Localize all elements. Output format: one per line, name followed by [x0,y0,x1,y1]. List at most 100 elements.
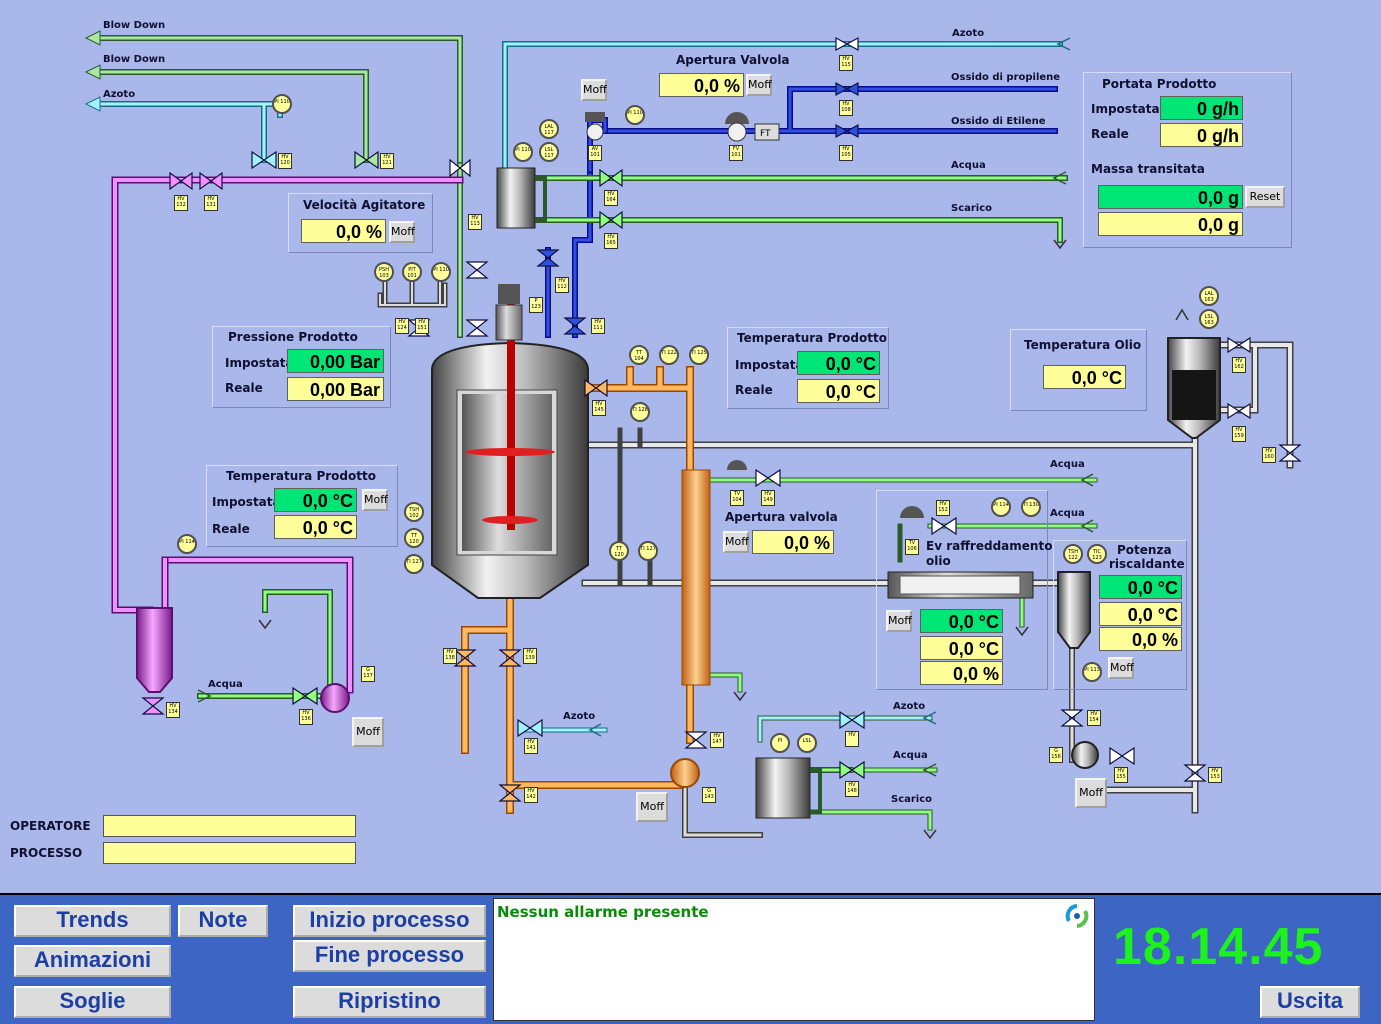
valve-tag: HV 121 [380,153,394,169]
moff-button[interactable]: Moff [746,74,772,96]
gauge-icon: TT 120 [609,541,629,561]
fine-processo-button[interactable]: Fine processo [293,940,486,972]
valve-tag: HV 115 [839,55,853,71]
valve-tag: HV 141 [524,738,538,754]
impostata-label: Impostata [225,356,294,370]
moff-button[interactable]: Moff [1075,778,1107,808]
gauge-icon: TI 125 [689,345,709,365]
gauge-icon: TI 127 [404,554,424,574]
moff-button[interactable]: Moff [389,221,415,243]
acqua-label: Acqua [208,679,243,690]
apertura-valvola-value: 0,0 % [752,530,834,554]
ev-raffreddamento-value: 0,0 % [920,661,1003,685]
blow-down-label: Blow Down [103,54,166,65]
valve-tag: HV 160 [1262,447,1276,463]
temperatura-olio-value: 0,0 °C [1043,365,1126,389]
valve-tag: HV 108 [839,100,853,116]
velocita-agitatore-title: Velocità Agitatore [303,198,426,212]
moff-button[interactable]: Moff [723,531,749,553]
valve-tag: G 156 [1049,747,1063,763]
valve-tag: HV 132 [174,195,188,211]
moff-button[interactable]: Moff [1108,657,1134,679]
scarico-label: Scarico [891,794,933,805]
valve-tag: FV 101 [729,145,743,161]
svg-text:FT: FT [760,129,771,139]
potenza-riscaldante-title: Potenza [1117,543,1172,557]
valve-tag: G 137 [361,666,375,682]
gauge-icon: PIT 101 [402,262,422,282]
moff-button[interactable]: Moff [362,489,388,511]
valve-tag: HV 134 [166,702,180,718]
apertura-valvola-title: Apertura Valvola [676,53,790,67]
valve-tag: G 143 [702,787,716,803]
valve-tag: HV 151 [415,318,429,334]
blow-down-label: Blow Down [103,20,166,31]
temperatura-prodotto-title: Temperatura Prodotto [226,469,376,483]
processo-label: PROCESSO [10,846,83,860]
temperatura-prodotto-panel [206,465,398,547]
gauge-icon: LSL [797,733,817,753]
pressione-impostata-value: 0,00 Bar [287,349,384,373]
piping-diagram: FT [84,30,1302,840]
moff-button[interactable]: Moff [352,717,384,747]
gauge-icon: PI 114 [177,534,197,554]
valve-tag: HV 112 [555,277,569,293]
gauge-icon: LAL 163 [1199,286,1219,306]
moff-button[interactable]: Moff [636,792,668,822]
gauge-icon: PI 113 [1082,662,1102,682]
reale-label: Reale [225,381,263,395]
moff-button[interactable]: Moff [886,610,912,632]
ev-raffreddamento-subtitle: olio [926,554,951,568]
reale-label: Reale [1091,127,1129,141]
operatore-field[interactable] [103,815,356,837]
portata-prodotto-title: Portata Prodotto [1102,77,1217,91]
gauge-icon: TT 104 [629,345,649,365]
gauge-icon: TI 130 [1021,497,1041,517]
portata-impostata-value: 0 g/h [1160,96,1243,120]
reale-label: Reale [735,383,773,397]
acqua-label: Acqua [951,160,986,171]
soglie-button[interactable]: Soglie [14,986,171,1018]
alarm-panel: Nessun allarme presente [493,898,1095,1021]
ossido-propilene-label: Ossido di propilene [951,72,1061,83]
temperatura-reale-value: 0,0 °C [274,515,357,539]
acqua-label: Acqua [1050,459,1085,470]
operatore-label: OPERATORE [10,819,91,833]
gauge-icon: TT 120 [404,528,424,548]
inizio-processo-button[interactable]: Inizio processo [293,905,486,937]
note-button[interactable]: Note [178,905,268,937]
apertura-valvola-value: 0,0 % [659,73,744,97]
valve-tag: HV 113 [468,214,482,230]
pressione-prodotto-panel [212,326,391,408]
valve-tag: HV 164 [604,190,618,206]
valve-tag: HV 154 [1087,710,1101,726]
potenza-riscaldante-value: 0,0 °C [1099,575,1182,599]
temperatura-olio-panel [1010,329,1147,411]
potenza-riscaldante-subtitle: riscaldante [1109,557,1185,571]
apertura-valvola-title: Apertura valvola [725,510,838,524]
gauge-icon: LAL 117 [539,119,559,139]
trends-button[interactable]: Trends [14,905,171,937]
reset-button[interactable]: Reset [1245,186,1285,208]
valve-tag: HV 155 [1114,767,1128,783]
ev-raffreddamento-value: 0,0 °C [920,609,1003,633]
animazioni-button[interactable]: Animazioni [14,945,171,977]
gauge-icon: PI 110 [431,262,451,282]
ripristino-button[interactable]: Ripristino [293,986,486,1018]
valve-tag: HV 162 [1232,357,1246,373]
gauge-icon: PI 110 [272,94,292,114]
valve-tag: HV 105 [839,145,853,161]
processo-field[interactable] [103,842,356,864]
gauge-icon: PI 110 [625,105,645,125]
acqua-label: Acqua [893,750,928,761]
uscita-button[interactable]: Uscita [1260,986,1360,1018]
gauge-icon: PI 114 [991,497,1011,517]
valve-tag: HV 159 [1232,426,1246,442]
alarm-message: Nessun allarme presente [497,903,709,921]
ev-raffreddamento-panel [876,490,1048,690]
moff-button[interactable]: Moff [581,79,607,101]
portata-prodotto-panel [1083,72,1292,248]
ossido-etilene-label: Ossido di Etilene [951,116,1046,127]
azoto-label: Azoto [563,711,596,722]
temperatura-impostata-value: 0,0 °C [274,488,357,512]
